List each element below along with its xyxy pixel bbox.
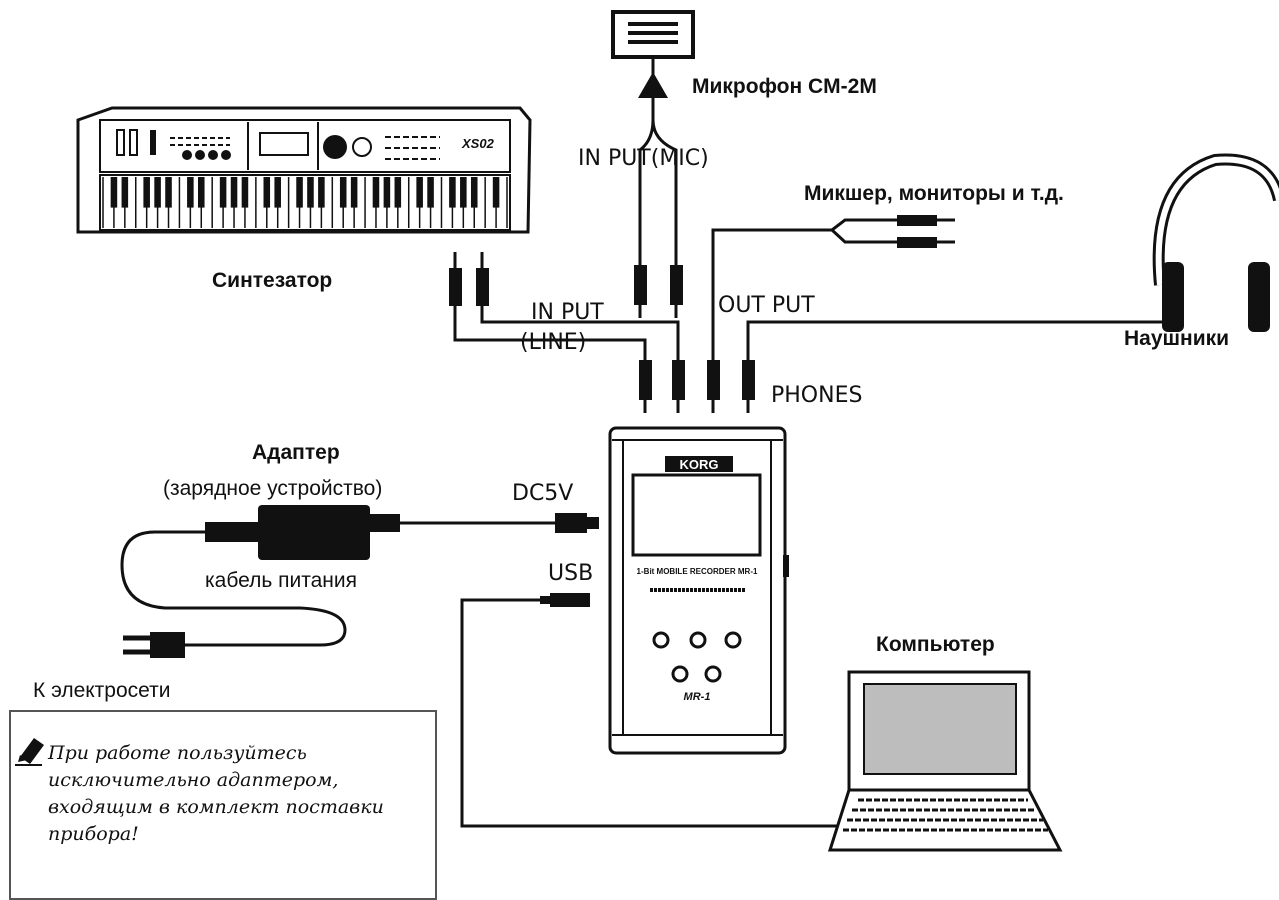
black-key <box>219 177 227 208</box>
mixer-cable <box>707 215 955 413</box>
black-key <box>470 177 478 208</box>
black-key <box>307 177 314 208</box>
connection-diagram: XS02 <box>15 10 1279 852</box>
usb-cable <box>460 593 843 828</box>
input-label: IN PUT <box>531 300 604 325</box>
black-key <box>449 177 456 208</box>
usb-label: USB <box>548 561 594 586</box>
black-key <box>241 177 249 208</box>
adapter-icon <box>120 505 400 647</box>
black-key <box>350 177 358 208</box>
black-key <box>296 177 303 208</box>
black-key <box>165 177 172 208</box>
output-label: OUT PUT <box>718 293 815 318</box>
black-key <box>154 177 161 208</box>
black-key <box>263 177 271 208</box>
input-mic-label: IN PUT(MIC) <box>578 146 709 171</box>
synth-brand: XS02 <box>461 136 495 151</box>
headphones-label: Наушники <box>1124 327 1230 350</box>
device-model-text: 1-Bit MOBILE RECORDER MR-1 <box>637 567 758 576</box>
black-key <box>318 177 325 208</box>
black-key <box>187 177 194 208</box>
phones-label: PHONES <box>771 383 863 408</box>
line-input-cable <box>449 252 685 413</box>
black-key <box>427 177 434 208</box>
synthesizer-icon <box>76 106 532 234</box>
power-cable-label: кабель питания <box>205 569 357 592</box>
black-key <box>372 177 380 208</box>
dc-power-cable <box>400 513 599 533</box>
adapter-title: Адаптер <box>252 441 340 464</box>
black-key <box>492 177 500 208</box>
black-key <box>274 177 281 208</box>
black-key <box>394 177 402 208</box>
black-key <box>230 177 238 208</box>
device-brand: KORG <box>680 457 719 472</box>
black-key <box>110 177 118 208</box>
headphones-icon <box>1152 153 1279 332</box>
mic-cable-plugs <box>634 265 683 318</box>
microphone-icon <box>611 10 695 270</box>
device-logo: MR-1 <box>684 691 711 703</box>
laptop-icon <box>827 670 1063 852</box>
black-key <box>460 177 467 208</box>
dc-label: DC5V <box>512 481 574 506</box>
synth-label: Синтезатор <box>212 269 333 292</box>
black-key <box>339 177 347 208</box>
black-key <box>121 177 129 208</box>
to-mains-label: К электросети <box>33 679 171 702</box>
black-key <box>143 177 150 208</box>
pencil-icon <box>15 738 44 766</box>
computer-label: Компьютер <box>876 633 995 656</box>
black-key <box>416 177 423 208</box>
mains-plug-icon <box>123 632 185 658</box>
black-key <box>197 177 205 208</box>
recorder-device-icon <box>608 426 789 755</box>
adapter-subtitle: (зарядное устройство) <box>163 477 383 500</box>
warning-note-text: При работе пользуйтесь исключительно ада… <box>48 742 384 845</box>
mic-label: Микрофон CM-2M <box>692 75 877 98</box>
black-key <box>383 177 391 208</box>
mixer-label: Микшер, мониторы и т.д. <box>804 182 1064 205</box>
line-label: (LINE) <box>520 330 587 355</box>
